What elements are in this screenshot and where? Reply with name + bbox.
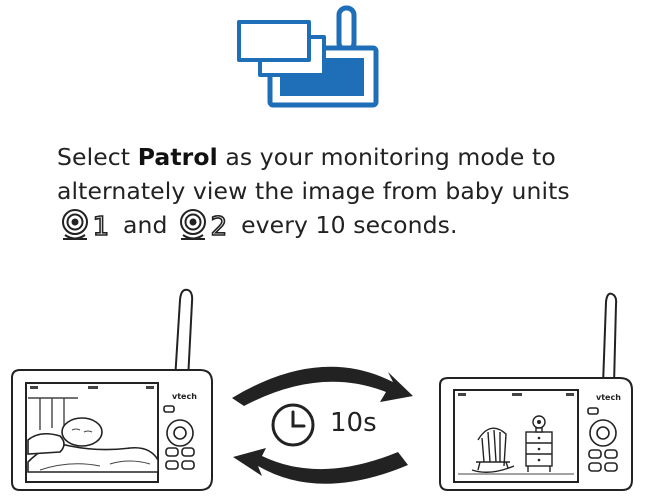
instruction-line-1: Select Patrol as your monitoring mode to bbox=[57, 143, 556, 171]
baby-camera-icon: 1 bbox=[62, 209, 110, 242]
unit-1-number: 1 bbox=[93, 212, 110, 242]
brand-logo-left: vtech bbox=[172, 392, 197, 401]
instruction-line-3: 1 and 2 every 10 seconds. bbox=[57, 208, 647, 242]
instruction-text: Select Patrol as your monitoring mode to… bbox=[57, 140, 647, 242]
instruction-line-2: alternately view the image from baby uni… bbox=[57, 177, 570, 205]
baby-camera-icon: 2 bbox=[180, 209, 228, 242]
timer-label: 10s bbox=[330, 408, 377, 438]
brand-logo-right: vtech bbox=[596, 393, 621, 402]
unit-2-number: 2 bbox=[211, 212, 228, 242]
patrol-keyword: Patrol bbox=[137, 143, 218, 171]
